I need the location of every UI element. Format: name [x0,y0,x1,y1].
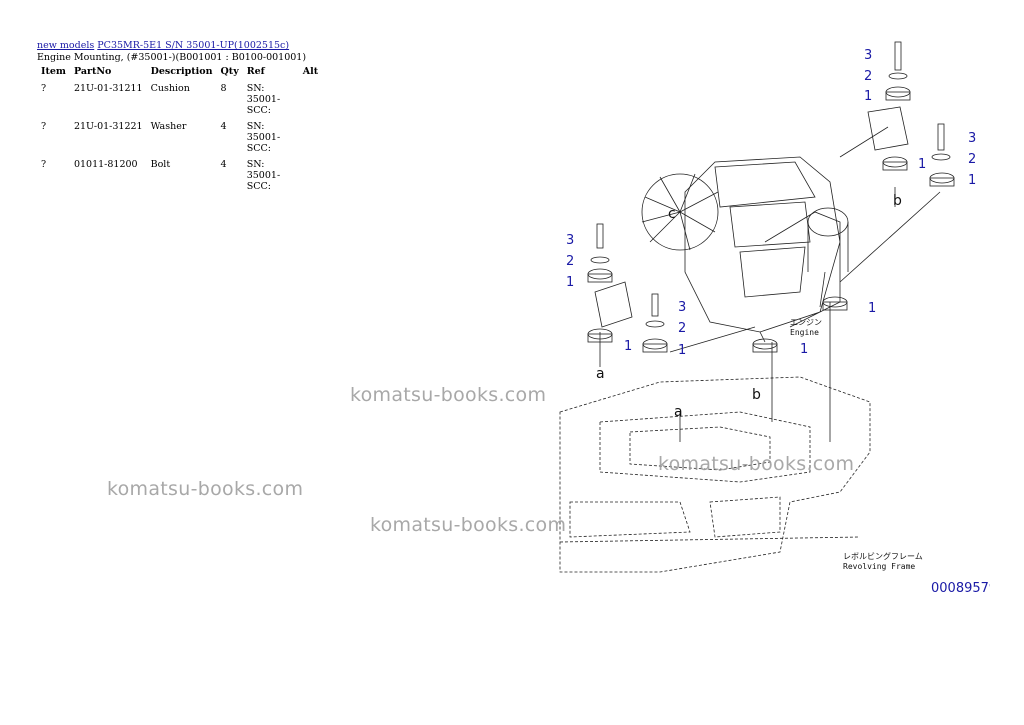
callout-label: 1 [868,301,876,316]
view-letter: a [674,404,683,420]
exhaust-cylinder-sides [807,222,849,272]
table-row: ? 21U-01-31221 Washer 4 SN: 35001-SCC: [37,121,322,159]
table-header-row: Item PartNo Description Qty Ref Alt [37,66,322,83]
callout-label: 1 [800,342,808,357]
cell-alt [299,83,322,121]
mount-bracket-left [594,281,633,328]
cell-description: Bolt [150,159,171,170]
callout-label: 1 [566,275,574,290]
table-row: ? 01011-81200 Bolt 4 SN: 35001-SCC: [37,159,322,197]
cell-alt [299,121,322,159]
callout-label: 3 [678,300,686,315]
callout-label: 1 [864,89,872,104]
view-letter: a [596,366,605,382]
column-header-alt: Alt [302,66,319,77]
page-title: Engine Mounting, (#35001-)(B001001 : B01… [37,52,307,63]
cell-description: Cushion [150,83,190,94]
engine-mounting-diagram: 3 2 1 3 1 2 1 3 2 1 3 1 2 1 1 1 a b c a … [559,41,990,596]
cell-partno: 01011-81200 [73,159,138,170]
column-header-partno: PartNo [73,66,112,77]
watermark: komatsu-books.com [350,384,547,406]
watermark: komatsu-books.com [658,453,855,475]
column-header-item: Item [41,66,66,77]
revolving-frame-drawing [559,376,871,573]
mount-bracket-right [867,106,909,151]
cell-qty: 4 [220,159,227,170]
callout-label: 1 [918,157,926,172]
fan-drawing [641,173,719,251]
frame-label-en: Revolving Frame [843,562,915,571]
parts-table: Item PartNo Description Qty Ref Alt ? 21… [37,66,322,197]
callout-label: 2 [678,321,686,336]
table-row: ? 21U-01-31211 Cushion 8 SN: 35001-SCC: [37,83,322,121]
watermark: komatsu-books.com [107,478,304,500]
cell-item: ? [41,121,47,132]
callout-label: 3 [968,131,976,146]
callout-label: 1 [678,343,686,358]
cell-alt [299,159,322,197]
cell-ref: SN: 35001-SCC: [246,121,281,154]
column-header-description: Description [150,66,213,77]
cell-description: Washer [150,121,187,132]
callout-label: 2 [566,254,574,269]
view-letter: b [893,193,902,209]
mount-hardware [587,41,955,353]
callout-label: 1 [624,339,632,354]
callout-label: 3 [864,48,872,63]
engine-drawing [684,156,841,333]
new-models-link[interactable]: new models [37,40,95,51]
engine-label-jp: エンジン [790,318,822,327]
callout-label: 1 [968,173,976,188]
cell-qty: 4 [220,121,227,132]
figure-number: 00089579 [931,581,990,596]
callout-label: 3 [566,233,574,248]
view-letter: c [668,206,676,222]
cell-partno: 21U-01-31211 [73,83,143,94]
watermark: komatsu-books.com [370,514,567,536]
cell-item: ? [41,159,47,170]
column-header-qty: Qty [220,66,239,77]
breadcrumb: new models PC35MR-5E1 S/N 35001-UP(10025… [37,40,289,52]
view-letter: b [752,387,761,403]
leader-lines [599,126,941,442]
exhaust-cylinder-drawing [807,207,849,237]
cell-partno: 21U-01-31221 [73,121,143,132]
frame-label-jp: レボルビングフレーム [843,551,923,561]
model-serial-link[interactable]: PC35MR-5E1 S/N 35001-UP(1002515c) [97,40,290,51]
cell-ref: SN: 35001-SCC: [246,83,281,116]
cell-item: ? [41,83,47,94]
callout-label: 2 [968,152,976,167]
column-header-ref: Ref [246,66,265,77]
engine-label-en: Engine [790,328,819,337]
callout-label: 2 [864,69,872,84]
cell-qty: 8 [220,83,227,94]
cell-ref: SN: 35001-SCC: [246,159,281,192]
fan-blades [641,173,719,251]
